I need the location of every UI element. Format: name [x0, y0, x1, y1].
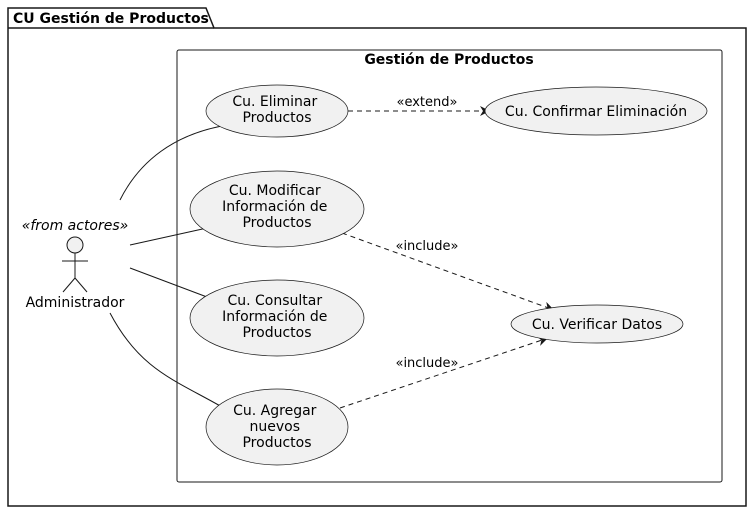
dependencies — [339, 106, 555, 409]
package-frame: CU Gestión de Productos — [7, 7, 747, 507]
use-case-modificar-label: Cu. Modificar Información de Productos — [222, 183, 332, 231]
actor-administrador: «from actores» Administrador — [22, 218, 129, 311]
use-case-eliminar: Cu. Eliminar Productos — [205, 84, 349, 138]
use-case-confirmar: Cu. Confirmar Eliminación — [484, 86, 708, 136]
system-boundary: Gestión de Productos — [176, 49, 723, 483]
include-label-1: «include» — [395, 239, 458, 254]
associations — [109, 125, 223, 408]
extend-label: «extend» — [397, 95, 458, 110]
package-title: CU Gestión de Productos — [13, 11, 209, 27]
association-agregar — [109, 312, 223, 408]
use-case-agregar: Cu. Agregar nuevos Productos — [205, 388, 349, 466]
use-case-verificar-label: Cu. Verificar Datos — [532, 317, 662, 333]
stick-figure-icon — [62, 236, 88, 293]
use-case-consultar: Cu. Consultar Información de Productos — [189, 279, 365, 357]
use-case-confirmar-label: Cu. Confirmar Eliminación — [505, 104, 687, 120]
include-arrow-agregar — [339, 336, 549, 409]
association-modificar — [129, 227, 208, 246]
association-consultar — [129, 267, 208, 298]
include-arrow-modificar — [341, 232, 555, 312]
association-eliminar — [119, 125, 223, 201]
use-case-agregar-label: Cu. Agregar nuevos Productos — [233, 403, 321, 451]
actor-name: Administrador — [26, 295, 125, 311]
use-case-eliminar-label: Cu. Eliminar Productos — [232, 94, 321, 126]
use-case-consultar-label: Cu. Consultar Información de Productos — [222, 293, 332, 341]
system-title: Gestión de Productos — [364, 52, 533, 68]
use-case-modificar: Cu. Modificar Información de Productos — [189, 170, 365, 248]
include-label-2: «include» — [395, 356, 458, 371]
actor-stereotype: «from actores» — [22, 218, 129, 234]
use-case-verificar: Cu. Verificar Datos — [510, 304, 684, 344]
